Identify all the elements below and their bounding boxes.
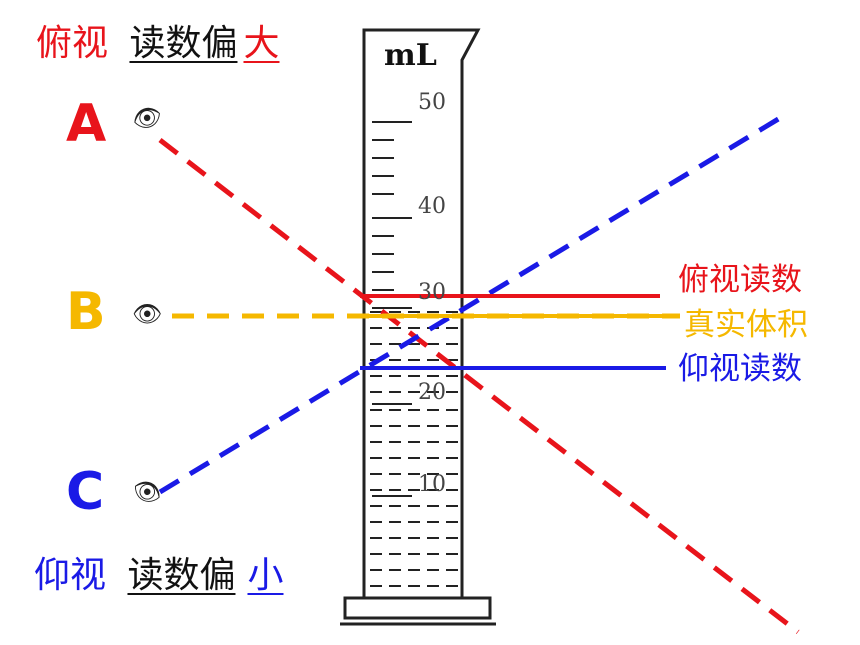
tick-label-10: 10: [418, 472, 446, 497]
bottom-view-caption: 仰视 读数偏小: [34, 556, 306, 596]
bottom-view-word: 仰视: [34, 555, 107, 596]
top-view-sight-line: [158, 138, 800, 634]
bottom-view-phrase: 读数偏: [127, 555, 236, 596]
measuring-cylinder: [340, 28, 496, 626]
viewpoint-b-label: B: [66, 282, 106, 342]
true-volume-label: 真实体积: [684, 307, 808, 343]
eye-icon: 👁: [132, 300, 163, 328]
bottom-view-answer: 小: [247, 555, 284, 596]
tick-label-20: 20: [418, 380, 446, 405]
top-view-word: 俯视: [36, 23, 109, 64]
cylinder-unit-label: mL: [384, 38, 437, 73]
bottom-reading-label: 仰视读数: [678, 351, 802, 387]
bottom-view-sight-line: [158, 115, 782, 495]
tick-label-50: 50: [418, 90, 446, 115]
top-view-answer: 大: [243, 23, 280, 64]
tick-label-30: 30: [418, 280, 446, 305]
tick-label-40: 40: [418, 194, 446, 219]
viewpoint-a-label: A: [66, 94, 107, 154]
viewpoint-c-label: C: [66, 462, 105, 522]
top-view-caption: 俯视 读数偏大: [36, 24, 304, 64]
top-reading-label: 俯视读数: [678, 262, 802, 298]
top-view-phrase: 读数偏: [129, 23, 238, 64]
